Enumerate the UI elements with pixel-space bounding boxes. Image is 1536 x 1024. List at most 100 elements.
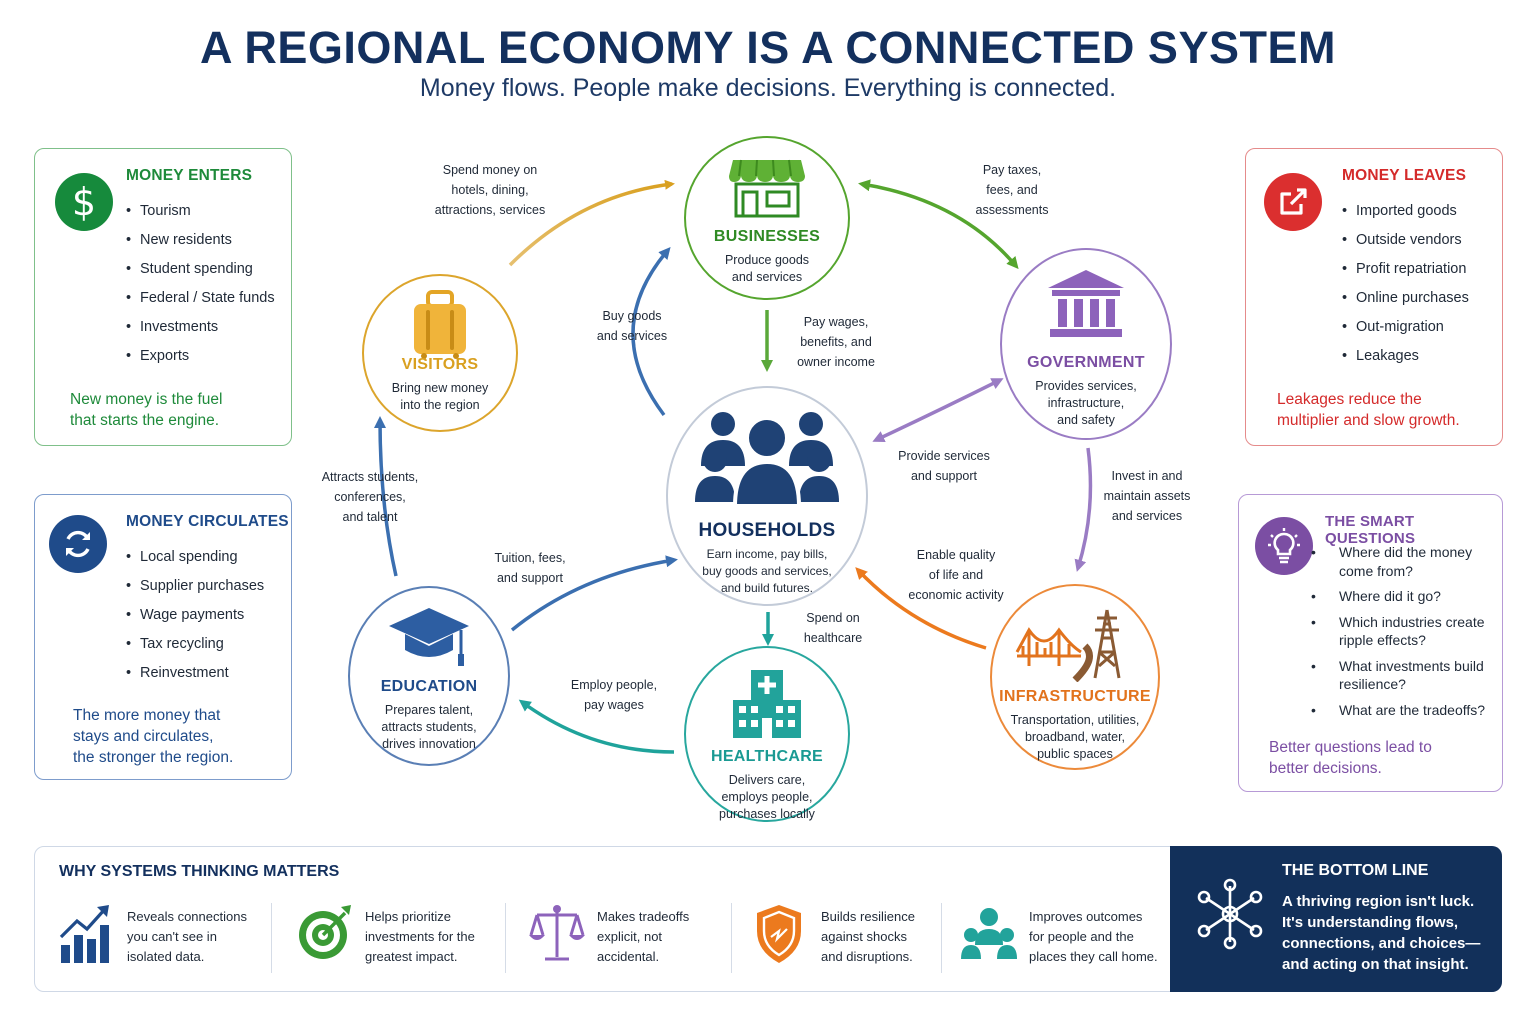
flow-label-education-to-visitors: Attracts students,conferences,and talent — [321, 470, 419, 524]
flow-label-healthcare-to-education: Employ people,pay wages — [570, 678, 658, 712]
panel-title: MONEY ENTERS — [126, 167, 253, 184]
list-item: Federal / State funds — [126, 284, 275, 313]
bottom-line-panel: THE BOTTOM LINE A thriving region isn't … — [1170, 846, 1502, 992]
node-description: Prepares talent,attracts students,drives… — [381, 703, 477, 751]
panel-money-enters: $ MONEY ENTERS Tourism New residents Stu… — [34, 148, 292, 446]
community-icon — [961, 908, 1017, 959]
panel-money-leaves: MONEY LEAVES Imported goods Outside vend… — [1245, 148, 1503, 446]
panel-list: Where did the money come from? Where did… — [1325, 543, 1495, 726]
node-government[interactable]: GOVERNMENT Provides services,infrastruct… — [1000, 248, 1172, 440]
refresh-icon — [49, 515, 107, 573]
node-label: EDUCATION — [380, 678, 478, 695]
divider — [271, 903, 272, 973]
node-infrastructure[interactable]: INFRASTRUCTURE Transportation, utilities… — [990, 584, 1160, 770]
node-label: GOVERNMENT — [1027, 354, 1145, 371]
arrow-businesses-government — [858, 179, 1019, 270]
list-item: Where did it go? — [1325, 587, 1495, 606]
list-item: Outside vendors — [1342, 226, 1469, 255]
panel-title: MONEY LEAVES — [1342, 167, 1467, 184]
node-education[interactable]: EDUCATION Prepares talent,attracts stude… — [348, 586, 510, 766]
panel-title: MONEY CIRCULATES — [126, 513, 289, 530]
target-icon — [299, 905, 351, 959]
arrow-government-to-infrastructure — [1074, 447, 1093, 572]
list-item: Imported goods — [1342, 197, 1469, 226]
arrow-education-to-households — [510, 555, 678, 632]
shield-icon — [757, 905, 801, 963]
node-label: VISITORS — [401, 356, 479, 373]
list-item: What investments build resilience? — [1325, 657, 1495, 694]
people-icon — [695, 412, 839, 506]
panel-list: Local spending Supplier purchases Wage p… — [126, 543, 264, 688]
section-title: WHY SYSTEMS THINKING MATTERS — [59, 863, 340, 880]
arrow-government-households — [872, 378, 1004, 443]
node-description: Delivers care,employs people,purchases l… — [719, 773, 815, 821]
arrow-education-to-visitors — [374, 416, 398, 577]
list-item: Local spending — [126, 543, 264, 572]
storefront-icon — [729, 159, 805, 218]
page-title: A REGIONAL ECONOMY IS A CONNECTED SYSTEM — [200, 22, 1336, 73]
list-item: Reinvestment — [126, 659, 264, 688]
flow-label-education-to-households: Tuition, fees,and support — [494, 551, 566, 585]
suitcase-icon — [414, 290, 466, 359]
list-item: Supplier purchases — [126, 572, 264, 601]
list-item: Investments — [126, 313, 275, 342]
capitol-icon — [1048, 270, 1124, 337]
network-icon — [1197, 878, 1263, 950]
page-subtitle: Money flows. People make decisions. Ever… — [419, 74, 1117, 102]
list-item: Wage payments — [126, 601, 264, 630]
arrow-infrastructure-to-households — [855, 567, 987, 650]
node-label: INFRASTRUCTURE — [999, 688, 1151, 705]
panel-title: THE SMART QUESTIONS — [1325, 513, 1416, 547]
list-item: Out-migration — [1342, 313, 1469, 342]
list-item: Where did the money come from? — [1325, 543, 1495, 580]
panel-money-circulates: MONEY CIRCULATES Local spending Supplier… — [34, 494, 292, 780]
hospital-icon — [733, 670, 801, 738]
list-item: Leakages — [1342, 342, 1469, 371]
arrow-healthcare-to-education — [518, 699, 675, 754]
node-households[interactable]: HOUSEHOLDS Earn income, pay bills,buy go… — [666, 386, 868, 606]
divider — [941, 903, 942, 973]
node-label: HEALTHCARE — [710, 748, 824, 765]
lightbulb-icon — [1255, 517, 1313, 575]
list-item: Profit repatriation — [1342, 255, 1469, 284]
list-item: Tax recycling — [126, 630, 264, 659]
list-item: Online purchases — [1342, 284, 1469, 313]
list-item: Which industries create ripple effects? — [1325, 613, 1495, 650]
panel-list: Tourism New residents Student spending F… — [126, 197, 275, 371]
list-item: Student spending — [126, 255, 275, 284]
divider — [505, 903, 506, 973]
arrow-households-to-businesses — [631, 246, 671, 417]
panel-smart-questions: THE SMART QUESTIONS Where did the money … — [1238, 494, 1503, 792]
arrow-visitors-to-businesses — [508, 179, 675, 267]
node-healthcare[interactable]: HEALTHCARE Delivers care,employs people,… — [684, 646, 850, 822]
node-label: HOUSEHOLDS — [698, 520, 836, 541]
panel-list: Imported goods Outside vendors Profit re… — [1342, 197, 1469, 371]
node-description: Transportation, utilities,broadband, wat… — [1010, 713, 1140, 761]
graduation-cap-icon — [389, 608, 469, 666]
growth-chart-icon — [59, 905, 109, 963]
bottom-line-text: A thriving region isn't luck. It's under… — [1282, 893, 1481, 973]
bridge-tower-icon — [1015, 609, 1121, 682]
dollar-icon: $ — [55, 173, 113, 231]
